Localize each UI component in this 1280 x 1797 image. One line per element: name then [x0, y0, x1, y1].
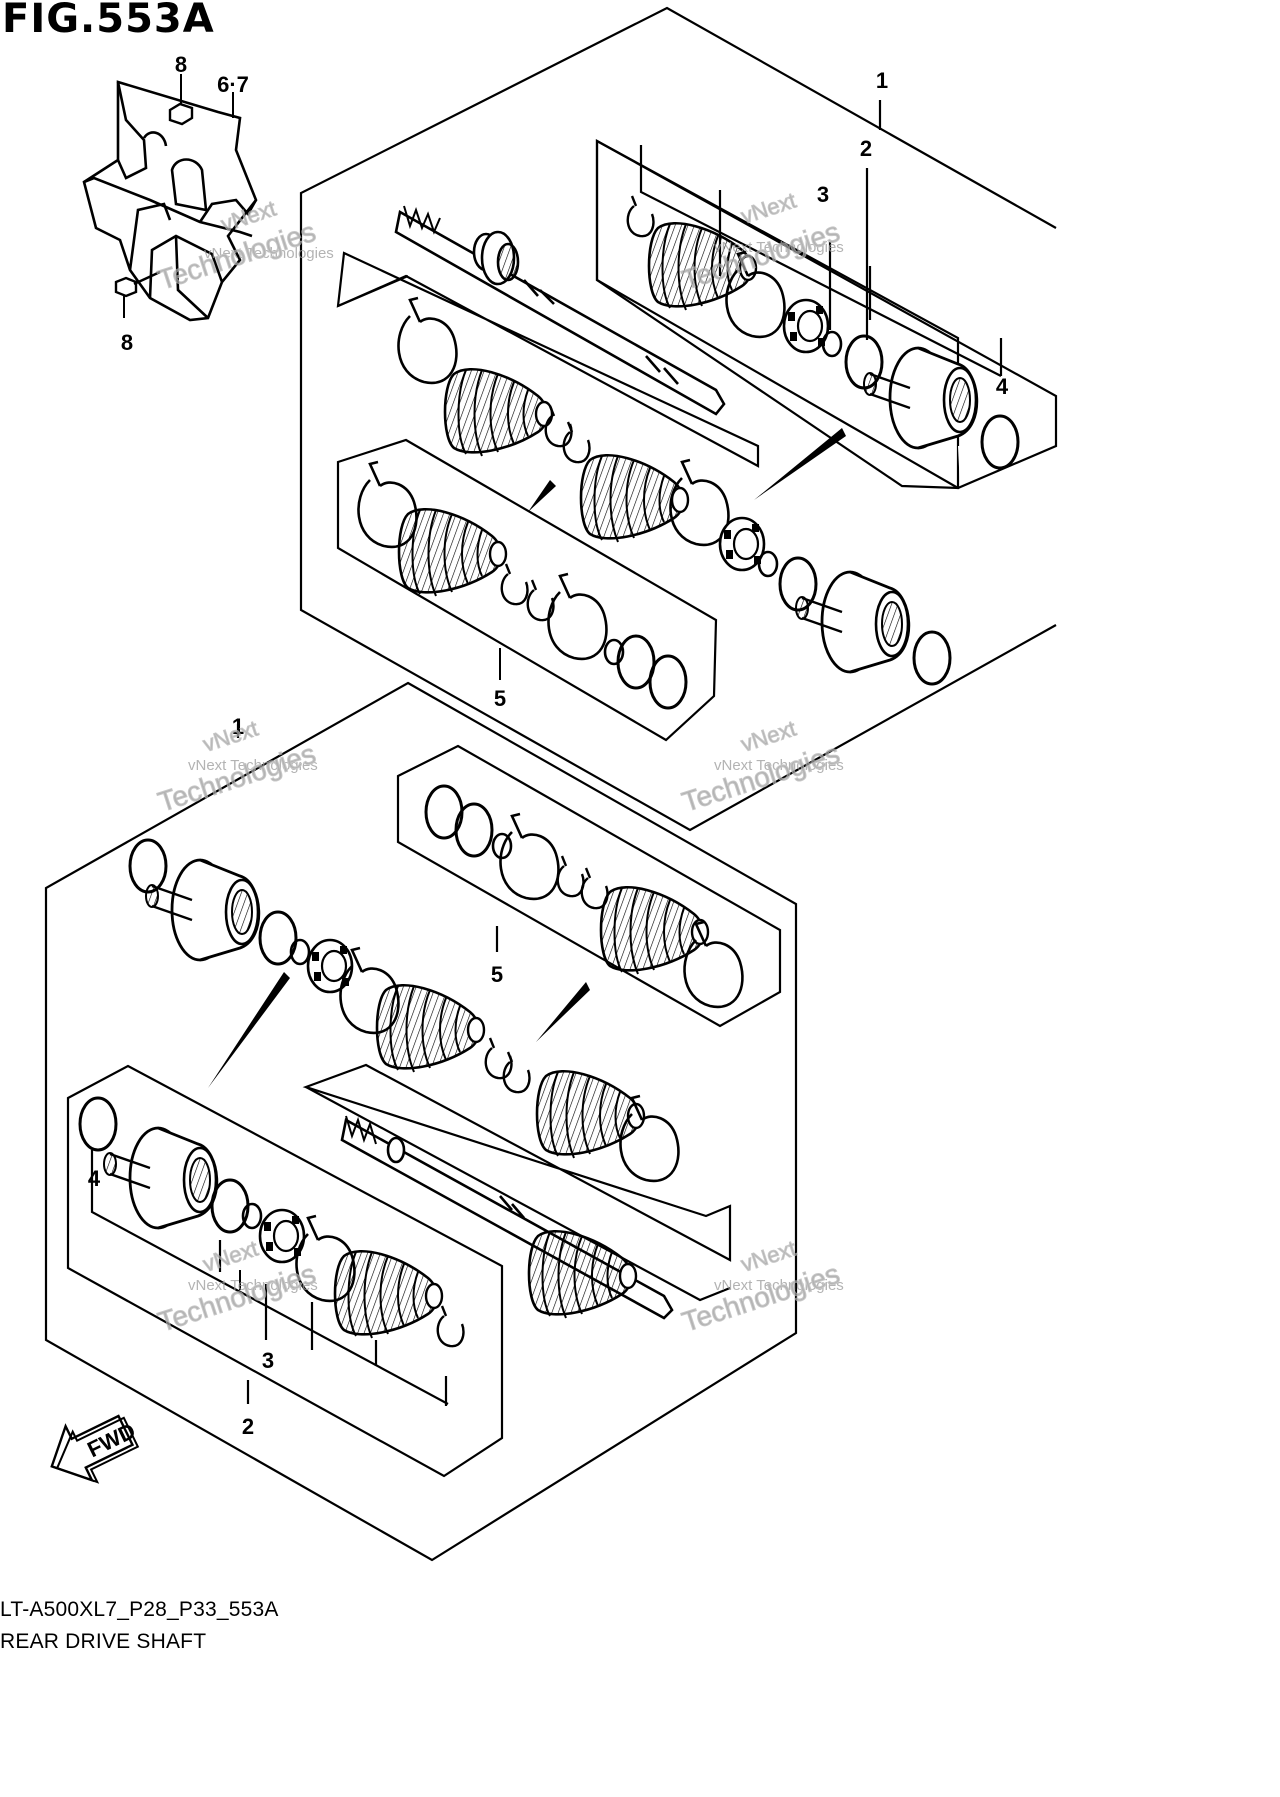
callout-top-joint-cage: 3	[817, 182, 829, 207]
top-lower-boot	[397, 507, 508, 598]
bottom-inner-small-clip-2	[502, 1050, 531, 1094]
watermark-bottom-right: vNext Technologies Technologies vNext	[678, 1235, 844, 1338]
top-lower-small-clip-1	[500, 562, 529, 606]
svg-text:vNext: vNext	[738, 716, 799, 757]
bottom-kit-ring-2	[454, 802, 494, 858]
bottom-inner-boot	[375, 983, 486, 1074]
top-arrow-right	[754, 428, 846, 500]
callout-bottom-boot-kit: 5	[491, 962, 503, 987]
bottom-inner-joint	[144, 858, 261, 962]
top-axle-shaft-drawing	[394, 205, 726, 416]
bottom-outer-small-clip	[436, 1304, 465, 1348]
top-kit-inner-joint	[794, 570, 911, 674]
callout-bolt-bottom: 8	[121, 330, 133, 355]
bottom-inner-circlip	[128, 838, 168, 894]
callout-guard: 6·7	[217, 72, 249, 97]
bottom-assembly-frame	[44, 681, 798, 1562]
svg-text:Technologies: Technologies	[154, 1258, 319, 1338]
top-kit-boot-1	[443, 367, 554, 458]
callout-bottom-assembly: 1	[232, 714, 244, 739]
callout-bottom-joint-cage: 3	[262, 1348, 274, 1373]
bolt-top-drawing	[168, 74, 194, 126]
shaft-guard-drawing	[82, 80, 258, 322]
bottom-outer-ring	[210, 1178, 250, 1234]
top-outer-small-clip	[626, 194, 655, 238]
svg-text:vNext Technologies: vNext Technologies	[714, 1277, 844, 1294]
top-kit-clamp-1	[397, 296, 458, 385]
bolt-bottom-drawing	[114, 270, 161, 318]
svg-text:vNext Technologies: vNext Technologies	[714, 757, 844, 774]
top-kit-circlip	[912, 630, 952, 686]
svg-text:vNext Technologies: vNext Technologies	[714, 239, 844, 256]
bottom-shaft-boot-end	[527, 1229, 638, 1320]
bottom-outer-boot	[333, 1249, 444, 1340]
drawing-code: LT-A500XL7_P28_P33_553A	[0, 1598, 279, 1621]
svg-text:vNext Technologies: vNext Technologies	[204, 245, 334, 262]
bottom-kit-small-clip-1	[556, 854, 585, 898]
bottom-outer-circlip	[78, 1096, 118, 1152]
top-lower-clamp-2	[547, 572, 608, 661]
svg-text:vNext: vNext	[200, 1236, 261, 1277]
top-arrow-left	[528, 480, 556, 512]
top-outer-cage	[782, 298, 830, 354]
top-assembly-frame	[299, 6, 1057, 832]
callout-top-outer-joint: 2	[860, 136, 872, 161]
top-kit-small-ring	[757, 550, 779, 578]
bottom-inner-cage	[306, 938, 354, 994]
svg-text:vNext: vNext	[200, 716, 261, 757]
bottom-outer-joint	[102, 1126, 219, 1230]
top-lower-ring-2	[648, 654, 688, 710]
bottom-arrow-left	[208, 972, 290, 1088]
bottom-kit-clamp-1	[499, 812, 560, 901]
svg-text:vNext: vNext	[738, 1236, 799, 1277]
svg-text:vNext Technologies: vNext Technologies	[188, 1277, 318, 1294]
bottom-outer-joint-frame	[66, 724, 504, 1478]
top-kit-cage	[718, 516, 766, 572]
bottom-shaft-frame	[302, 1063, 732, 1302]
callout-top-boot-kit: 5	[494, 686, 506, 711]
top-boot-kit-frame-upper	[336, 251, 760, 468]
top-boot-kit-frame-lower	[336, 438, 718, 742]
svg-text:vNext Technologies: vNext Technologies	[188, 757, 318, 774]
watermark-middle-left: vNext Technologies Technologies vNext	[154, 715, 320, 818]
callout-top-circlip: 4	[996, 374, 1009, 399]
bottom-kit-boot	[599, 885, 710, 976]
callout-bottom-outer-joint: 2	[242, 1414, 254, 1439]
figure-title: FIG.553A	[2, 0, 215, 42]
top-outer-small-ring	[821, 330, 843, 358]
svg-text:vNext: vNext	[738, 188, 799, 229]
bottom-inner-small-clip-1	[484, 1036, 513, 1080]
bottom-shaft-boot-2	[535, 1069, 646, 1160]
watermark-middle-right: vNext Technologies Technologies vNext	[678, 715, 844, 818]
svg-text:Technologies: Technologies	[154, 738, 319, 818]
callout-top-assembly: 1	[876, 68, 888, 93]
fwd-direction-arrow: FWD	[50, 1414, 139, 1484]
callout-bolt-top: 8	[175, 52, 187, 77]
bottom-boot-kit-frame	[396, 744, 782, 1028]
bottom-arrow-right	[536, 982, 590, 1042]
figure-name: REAR DRIVE SHAFT	[0, 1630, 207, 1653]
callout-bottom-circlip: 4	[88, 1166, 101, 1191]
